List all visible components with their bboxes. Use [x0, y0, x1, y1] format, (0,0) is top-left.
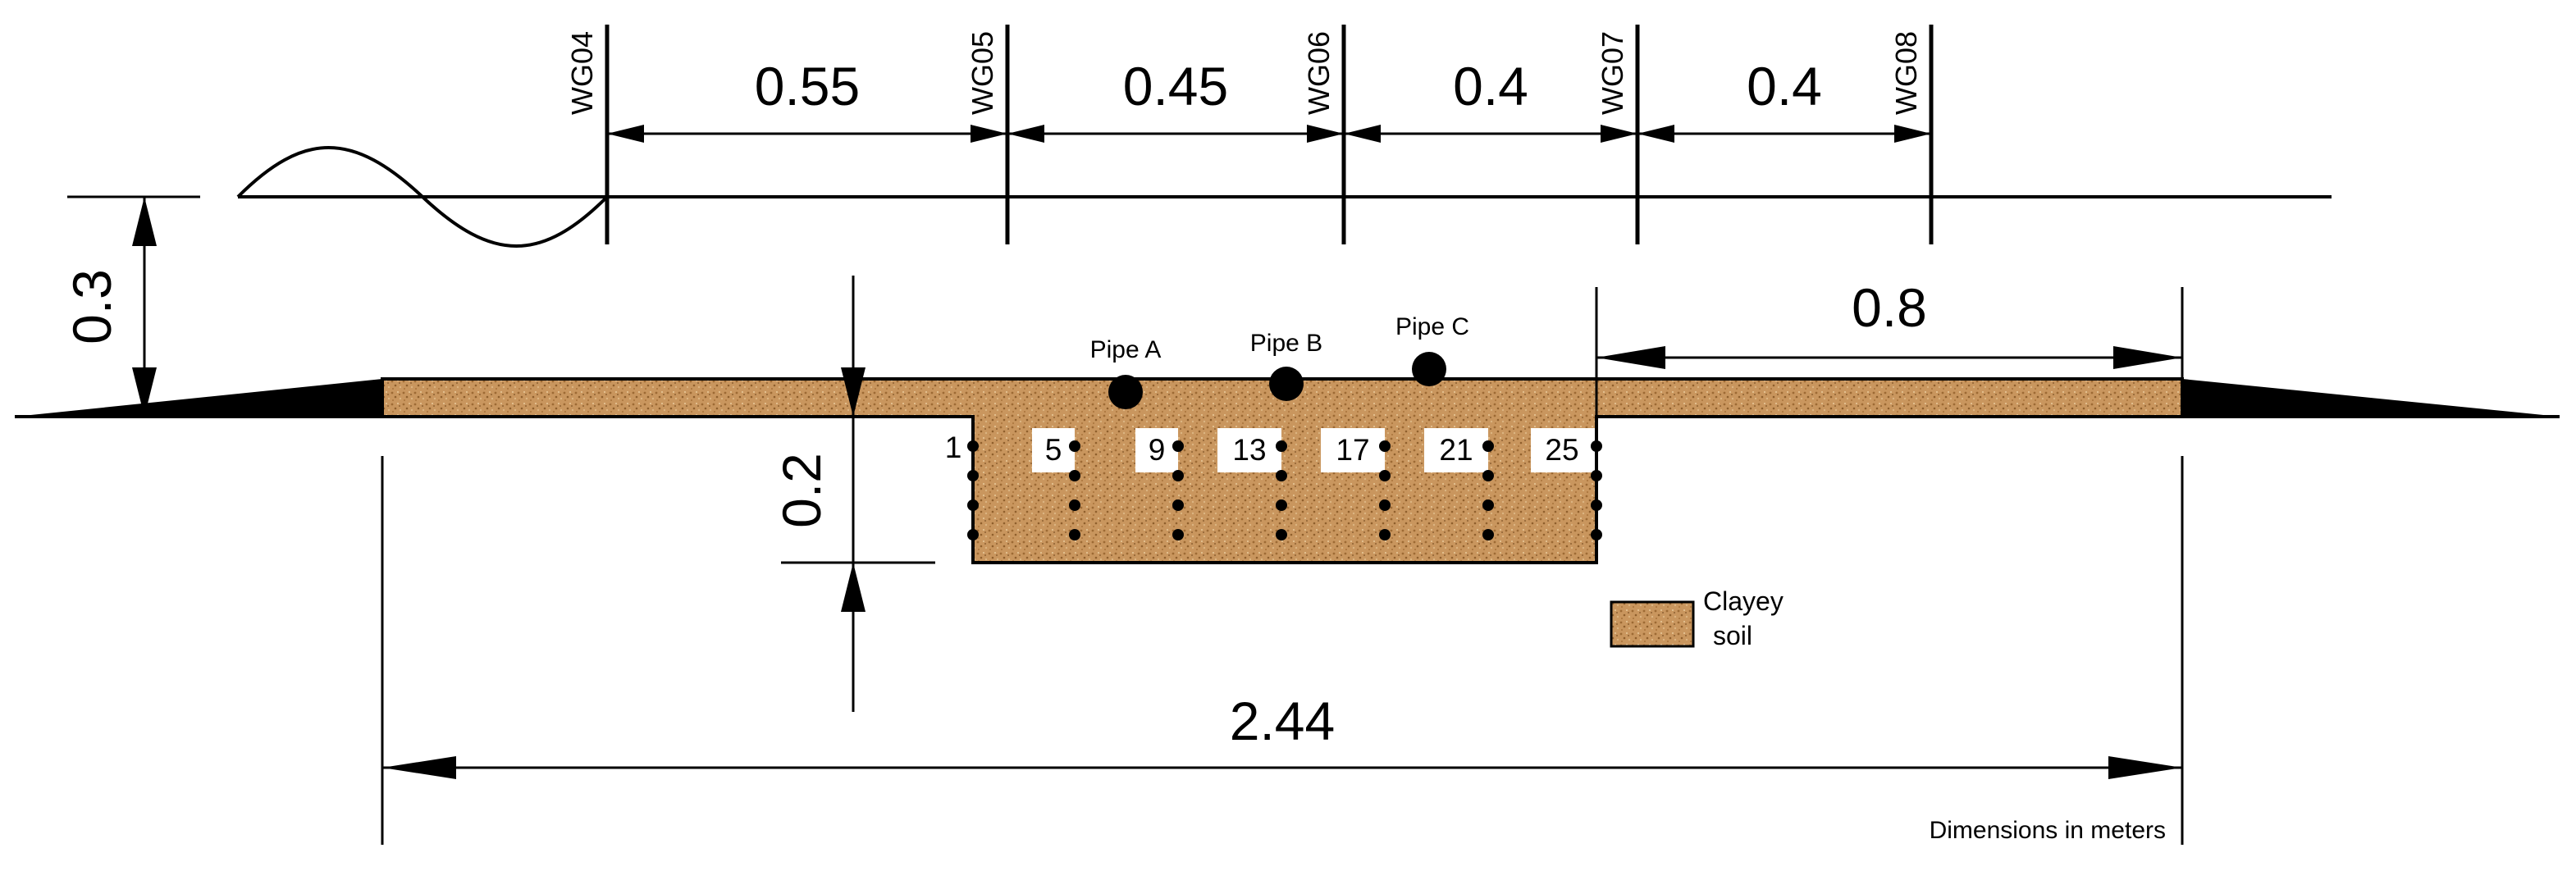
- water-depth-dimension: 0.3: [62, 195, 200, 417]
- sensor-dot: [1276, 499, 1287, 511]
- sensor-dot: [1276, 440, 1287, 452]
- sensor-column-label: 25: [1545, 433, 1578, 467]
- wave-gauge-wg06: WG06: [1302, 25, 1346, 244]
- sensor-dot: [1591, 440, 1602, 452]
- wave-gauge-label: WG05: [966, 31, 999, 115]
- legend-soil-swatch: [1610, 600, 1695, 648]
- sensor-dot: [1591, 529, 1602, 540]
- pipe-c-marker: [1412, 352, 1446, 386]
- sensor-dot: [1069, 440, 1080, 452]
- sensor-dot: [1379, 440, 1391, 452]
- trench-depth-dimension: 0.2: [771, 276, 935, 712]
- sensor-dot: [1591, 499, 1602, 511]
- sensor-column-label: 1: [945, 431, 962, 464]
- sensor-dot: [1276, 529, 1287, 540]
- sensor-dot: [1172, 499, 1184, 511]
- sensor-column-1: 1: [945, 431, 979, 540]
- sensor-dot: [1069, 529, 1080, 540]
- spacing-label-wg06-wg07: 0.4: [1453, 56, 1528, 116]
- legend-label-line2: soil: [1713, 621, 1752, 650]
- wave-gauge-label: WG06: [1302, 31, 1336, 115]
- wave-gauge-label: WG04: [565, 31, 599, 115]
- sensor-dot: [1379, 499, 1391, 511]
- wave-gauge-label: WG07: [1596, 31, 1629, 115]
- wave-gauge-label: WG08: [1889, 31, 1923, 115]
- pipe-b-marker: [1269, 367, 1304, 401]
- sensor-dot: [1482, 499, 1494, 511]
- wave-gauge-wg07: WG07: [1596, 25, 1640, 244]
- sensor-dot: [1482, 470, 1494, 481]
- pipe-b-label: Pipe B: [1250, 330, 1322, 357]
- sensor-column-label: 9: [1149, 433, 1166, 467]
- water-depth-label: 0.3: [62, 269, 122, 344]
- sensor-dot: [967, 440, 979, 452]
- sensor-column-label: 17: [1336, 433, 1369, 467]
- sensor-dot: [1591, 470, 1602, 481]
- sensor-dot: [1172, 470, 1184, 481]
- total-length-dimension: 2.44: [381, 456, 2184, 845]
- berm-length-label: 0.8: [1852, 277, 1927, 338]
- sensor-dot: [967, 470, 979, 481]
- wave-gauge-wg04: WG04: [565, 25, 610, 244]
- legend: Clayey soil: [1610, 586, 1784, 650]
- berm-length-dimension: 0.8: [1595, 277, 2184, 417]
- pipe-c-label: Pipe C: [1395, 313, 1469, 340]
- sensor-dot: [1379, 529, 1391, 540]
- pipe-a-marker: [1108, 375, 1143, 409]
- spacing-label-wg07-wg08: 0.4: [1747, 56, 1822, 116]
- sensor-column-17: 17: [1321, 428, 1391, 540]
- sensor-dot: [1172, 440, 1184, 452]
- spacing-label-wg04-wg05: 0.55: [755, 56, 860, 116]
- total-length-label: 2.44: [1230, 691, 1335, 751]
- gauge-spacing-dimension: 0.55 0.45 0.4 0.4: [607, 56, 1931, 143]
- sensor-dot: [1482, 529, 1494, 540]
- pipe-a-label: Pipe A: [1090, 336, 1162, 363]
- sensor-column-label: 21: [1439, 433, 1473, 467]
- sensor-column-25: 25: [1531, 428, 1602, 540]
- sensor-column-9: 9: [1135, 428, 1184, 540]
- flume-bed-group: [15, 377, 2560, 564]
- wave-gauge-wg05: WG05: [966, 25, 1010, 244]
- sensor-dot: [1172, 529, 1184, 540]
- pipes-group: Pipe A Pipe B Pipe C: [1090, 313, 1469, 409]
- sensor-dot: [967, 499, 979, 511]
- upstream-ramp: [15, 379, 382, 417]
- sensor-dot: [1069, 499, 1080, 511]
- sensor-column-5: 5: [1032, 428, 1080, 540]
- pressure-sensors-group: 1 5 9 13: [945, 428, 1602, 540]
- sensor-dot: [1276, 470, 1287, 481]
- units-note: Dimensions in meters: [1930, 817, 2166, 844]
- sensor-column-label: 5: [1045, 433, 1062, 467]
- legend-label-line1: Clayey: [1703, 586, 1784, 616]
- trench-depth-label: 0.2: [771, 453, 832, 528]
- sensor-column-label: 13: [1232, 433, 1266, 467]
- sensor-column-13: 13: [1217, 428, 1287, 540]
- sensor-dot: [1069, 470, 1080, 481]
- sensor-dot: [1482, 440, 1494, 452]
- spacing-label-wg05-wg06: 0.45: [1123, 56, 1228, 116]
- downstream-ramp: [2182, 379, 2560, 417]
- wave-profile: [236, 146, 609, 248]
- water-surface-group: WG04 WG05 WG06 WG07 WG08: [236, 25, 2332, 248]
- sensor-column-21: 21: [1424, 428, 1494, 540]
- sensor-dot: [967, 529, 979, 540]
- sensor-dot: [1379, 470, 1391, 481]
